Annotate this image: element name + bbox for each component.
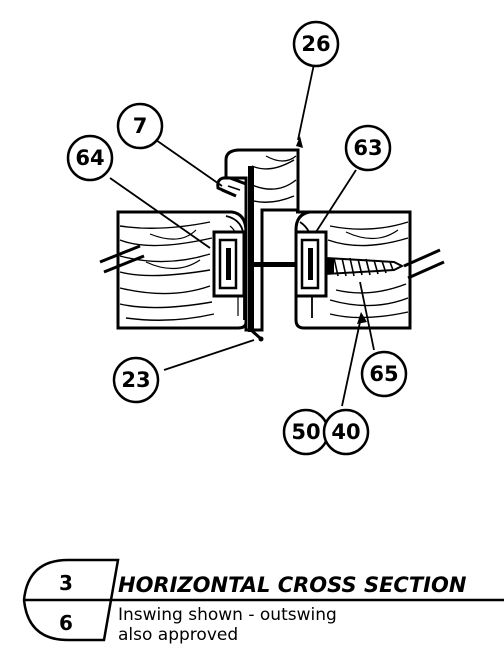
callout-40: 40 [322, 408, 370, 456]
callout-63: 63 [344, 124, 392, 172]
center-flange [248, 166, 264, 342]
svg-text:23: 23 [121, 368, 150, 392]
callout-65: 65 [360, 350, 408, 398]
svg-text:7: 7 [133, 114, 148, 138]
svg-text:64: 64 [75, 146, 104, 170]
detail-number: 3 [59, 571, 73, 595]
section-title: HORIZONTAL CROSS SECTION [118, 573, 467, 597]
sheet-number: 6 [59, 611, 73, 635]
left-hinge-cup [212, 230, 246, 298]
callout-23: 23 [112, 356, 160, 404]
callout-7: 7 [116, 102, 164, 150]
sash-member [224, 148, 300, 332]
callout-64: 64 [66, 134, 114, 182]
right-break-mark [403, 248, 445, 280]
screw [325, 256, 405, 277]
note-line-1: Inswing shown - outswing [118, 605, 337, 625]
detail-reference-bubble: 3 6 [22, 558, 504, 642]
weatherstrip [216, 176, 247, 198]
leader-lines [109, 63, 375, 407]
svg-text:65: 65 [369, 362, 398, 386]
right-hinge-cup [294, 230, 328, 298]
hinge-connector [254, 262, 296, 267]
callout-50: 50 [282, 408, 330, 456]
left-break-mark [99, 244, 145, 274]
svg-text:26: 26 [301, 32, 330, 56]
arrowhead-26 [296, 136, 303, 148]
arrowhead-40 [357, 312, 367, 324]
svg-text:50: 50 [291, 420, 320, 444]
callout-26: 26 [292, 20, 340, 68]
svg-text:63: 63 [353, 136, 382, 160]
note-line-2: also approved [118, 625, 238, 645]
svg-text:40: 40 [331, 420, 360, 444]
